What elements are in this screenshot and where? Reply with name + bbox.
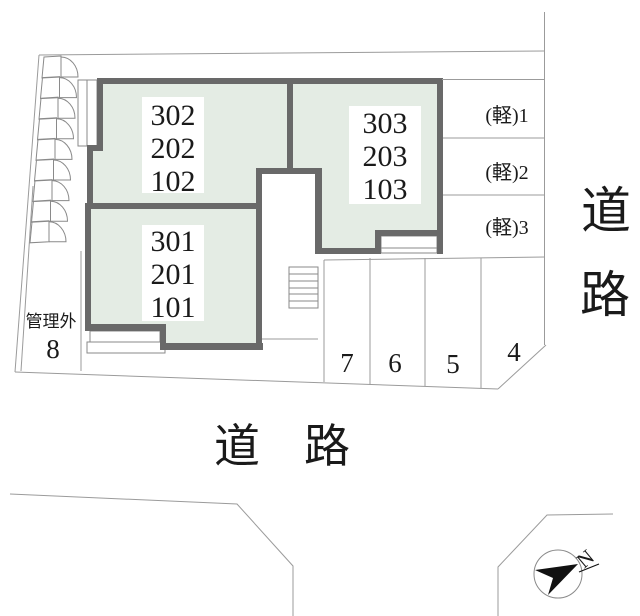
bush-symbol: [32, 179, 70, 203]
wall-west-upper: [97, 78, 103, 151]
room-label: 203: [363, 140, 408, 173]
room-label: 102: [151, 165, 196, 198]
label-box-302: [142, 97, 204, 193]
room-label: 201: [151, 258, 196, 291]
road-label-right: 道: [581, 183, 631, 239]
compass-circle: [533, 549, 583, 599]
bush-symbol: [40, 76, 77, 100]
boundary-bottom: [14, 371, 499, 390]
wall-west-mid: [87, 145, 93, 209]
parking-space-label: 6: [388, 348, 402, 378]
management-space-number: 8: [46, 334, 60, 364]
north-arrow-icon: [535, 564, 578, 595]
property-boundary: [14, 12, 547, 390]
entrance-step-301: [86, 341, 166, 354]
label-box-303: [349, 106, 421, 204]
parking-space-label: 7: [340, 348, 354, 378]
bush-symbol: [38, 96, 76, 120]
wall-west-lower: [85, 209, 91, 331]
parking-labels: (軽)1 (軽)2 (軽)3 4 5 6 7 管理外 8: [26, 104, 529, 379]
kei-space-label: (軽)2: [485, 161, 528, 184]
wall-stairhall-west: [256, 168, 262, 350]
parking-space-label: 4: [507, 337, 521, 367]
wall-porch-jog-303: [375, 230, 381, 254]
entrance-porch-303: [380, 235, 438, 254]
building-walls: [85, 78, 443, 350]
bush-symbol: [41, 55, 79, 79]
label-box-301: [142, 225, 204, 321]
kei-space-label: (軽)3: [485, 216, 528, 239]
stair-treads: [289, 273, 318, 302]
parking-layout: [80, 79, 546, 388]
boundary-left: [14, 54, 40, 373]
staircase: [288, 266, 319, 309]
wall-divider-302-301: [85, 203, 262, 209]
bush-symbol: [29, 220, 67, 244]
bush-symbol: [35, 137, 73, 161]
wall-south-303: [315, 248, 381, 254]
room-label: 101: [151, 291, 196, 324]
curb-southwest-block: [9, 493, 294, 616]
boundary-top: [38, 50, 545, 56]
parking-space-label: 5: [446, 349, 460, 379]
bush-symbol: [31, 199, 68, 223]
wall-west-step: [87, 145, 103, 151]
boundary-corner-chamfer: [497, 344, 547, 390]
parking-top-line: [323, 256, 546, 261]
room-labels: 302 202 102 303 203 103 301 201 101: [142, 97, 421, 324]
north-label: N: [572, 545, 599, 573]
bush-symbol: [34, 158, 71, 182]
wall-divider-302-303: [287, 78, 293, 170]
room-label: 301: [151, 225, 196, 258]
entrance-porch-301: [89, 330, 161, 343]
wall-stairhall-east: [315, 170, 322, 254]
curb-southeast-block: [497, 513, 614, 616]
road-label-bottom: 道: [214, 421, 260, 472]
management-label: 管理外: [26, 312, 77, 331]
wall-south-301-left: [85, 324, 166, 331]
wall-east: [437, 78, 443, 254]
kei-space-label: (軽)1: [485, 104, 528, 127]
bush-symbol: [37, 117, 74, 141]
wall-south-301-right: [160, 343, 263, 350]
wall-north: [97, 78, 443, 84]
room-label: 303: [363, 107, 408, 140]
north-arrow-tail: [578, 563, 600, 573]
wall-porch-north-303: [375, 230, 443, 236]
road-label-bottom: 路: [304, 421, 350, 472]
room-label: 202: [151, 132, 196, 165]
compass: N: [533, 545, 600, 599]
wall-south-301-jog: [160, 324, 166, 350]
room-label: 103: [363, 173, 408, 206]
room-label: 302: [151, 99, 196, 132]
road-label-right: 路: [580, 267, 630, 323]
road-labels: 道 路 道 路: [214, 183, 631, 472]
boundary-left-inner: [20, 185, 34, 372]
street-curbs: [9, 493, 614, 616]
wall-stairhall-north: [256, 168, 322, 174]
